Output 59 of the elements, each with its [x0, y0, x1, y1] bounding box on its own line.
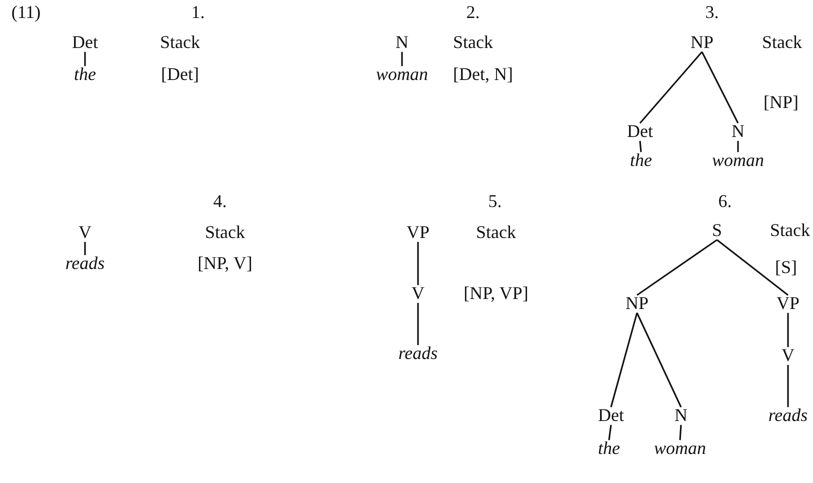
stack-contents: [Det, N]	[453, 65, 513, 85]
word-label: reads	[768, 406, 808, 426]
step-number: 4.	[213, 192, 227, 212]
category-label: S	[712, 221, 722, 241]
category-label: N	[732, 122, 744, 142]
word-label: woman	[376, 65, 428, 85]
stack-heading: Stack	[205, 223, 245, 243]
branch-line	[636, 239, 718, 296]
stack-contents: [S]	[775, 258, 797, 278]
word-label: the	[598, 439, 620, 459]
word-label: woman	[712, 151, 764, 171]
word-label: reads	[65, 254, 105, 274]
step-number: 5.	[488, 192, 502, 212]
category-label: NP	[690, 33, 714, 53]
category-label: NP	[626, 294, 648, 314]
category-label: VP	[406, 223, 430, 243]
category-label: Det	[627, 122, 653, 142]
step-number: 1.	[191, 3, 205, 23]
category-label: V	[412, 284, 424, 304]
branch-line	[401, 52, 403, 66]
category-label: V	[78, 223, 92, 243]
stack-heading: Stack	[160, 33, 200, 53]
branch-line	[636, 312, 682, 408]
step-number: 6.	[718, 192, 732, 212]
stack-contents: [NP, V]	[198, 254, 252, 274]
word-label: reads	[398, 344, 438, 364]
stack-heading: Stack	[476, 223, 516, 243]
branch-line	[84, 52, 86, 66]
word-label: the	[630, 151, 652, 171]
stack-contents: [NP]	[764, 93, 798, 113]
category-label: Det	[598, 406, 624, 426]
word-label: the	[74, 65, 96, 85]
category-label: V	[782, 346, 794, 366]
category-label: VP	[776, 294, 800, 314]
branch-line	[787, 312, 789, 348]
branch-line	[610, 312, 638, 408]
category-label: N	[674, 406, 688, 426]
branch-line	[737, 140, 739, 152]
step-number: 3.	[705, 3, 719, 23]
branch-line	[608, 424, 612, 440]
branch-line	[84, 242, 86, 256]
category-label: N	[396, 33, 408, 53]
stack-heading: Stack	[770, 221, 810, 241]
stack-contents: [Det]	[161, 65, 199, 85]
branch-line	[679, 424, 682, 440]
branch-line	[639, 51, 703, 124]
category-label: Det	[72, 33, 98, 53]
branch-line	[716, 239, 788, 296]
step-number: 2.	[466, 3, 480, 23]
stack-contents: [NP, VP]	[464, 284, 528, 304]
branch-line	[701, 52, 739, 124]
branch-line	[417, 302, 419, 346]
stack-heading: Stack	[453, 33, 493, 53]
branch-line	[639, 140, 642, 152]
word-label: woman	[654, 439, 706, 459]
branch-line	[417, 242, 419, 286]
branch-line	[787, 364, 789, 408]
stack-heading: Stack	[762, 33, 802, 53]
example-number: (11)	[11, 3, 41, 23]
